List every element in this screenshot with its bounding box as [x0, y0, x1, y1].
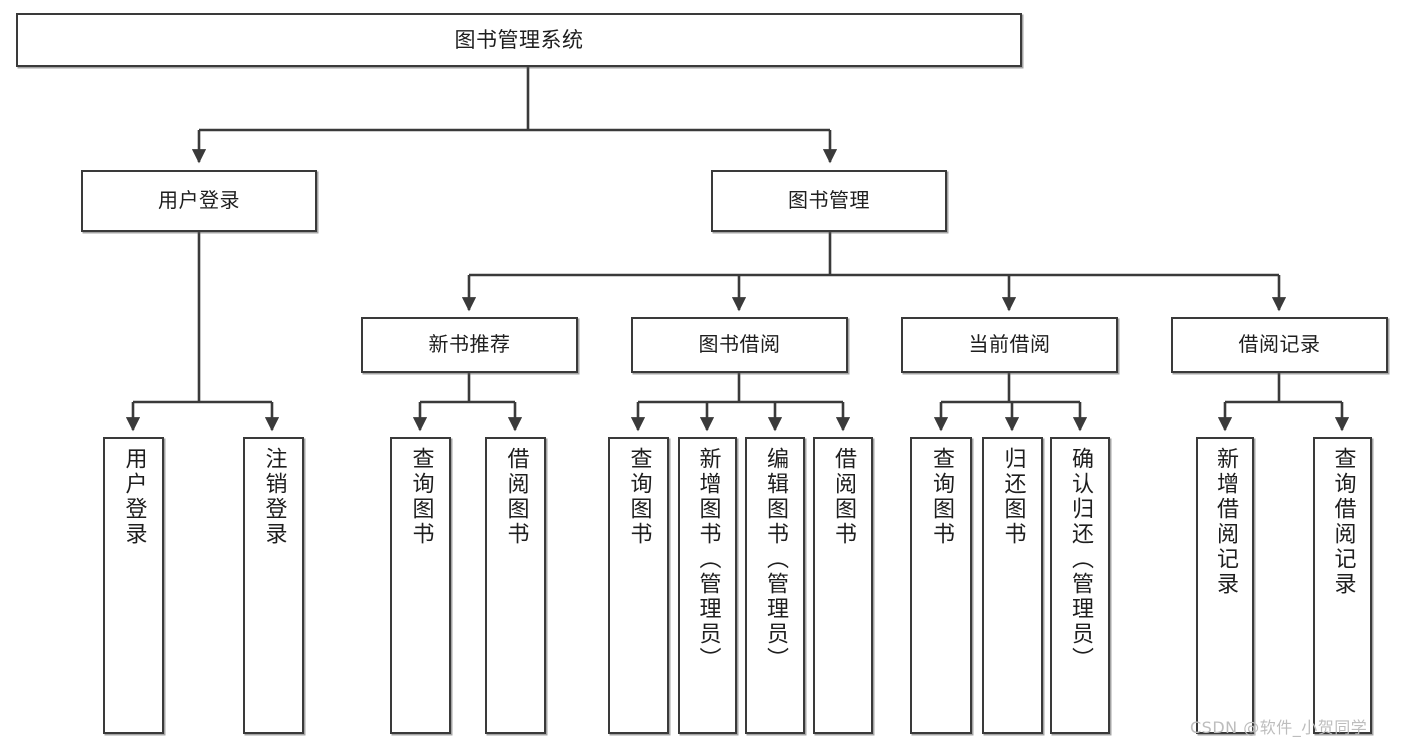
leaf-new-book-borrow[interactable]: 借阅图书 — [485, 437, 546, 734]
node-root-system[interactable]: 图书管理系统 — [16, 13, 1022, 67]
leaf-current-confirm-return[interactable]: 确认归还（管理员） — [1050, 437, 1110, 734]
node-user-login[interactable]: 用户登录 — [81, 170, 317, 232]
node-label: 图书管理 — [788, 188, 870, 213]
leaf-current-query-book[interactable]: 查询图书 — [910, 437, 972, 734]
node-label: 注销登录 — [261, 447, 287, 547]
node-borrow-record[interactable]: 借阅记录 — [1171, 317, 1388, 373]
node-label: 归还图书 — [1000, 447, 1026, 547]
leaf-borrow-query-book[interactable]: 查询图书 — [608, 437, 669, 734]
node-label: 图书管理系统 — [454, 27, 584, 52]
leaf-user-logout[interactable]: 注销登录 — [243, 437, 304, 734]
leaf-borrow-add-book[interactable]: 新增图书（管理员） — [678, 437, 737, 734]
leaf-borrow-edit-book[interactable]: 编辑图书（管理员） — [745, 437, 805, 734]
node-label: 借阅记录 — [1238, 332, 1321, 357]
leaf-current-return-book[interactable]: 归还图书 — [982, 437, 1043, 734]
leaf-new-book-query[interactable]: 查询图书 — [390, 437, 451, 734]
node-label: 查询图书 — [408, 447, 434, 547]
leaf-user-login[interactable]: 用户登录 — [103, 437, 164, 734]
node-label: 新增图书（管理员） — [695, 447, 721, 672]
node-label: 当前借阅 — [968, 332, 1051, 357]
node-label: 查询借阅记录 — [1330, 447, 1356, 597]
node-label: 查询图书 — [929, 447, 954, 547]
leaf-record-query[interactable]: 查询借阅记录 — [1313, 437, 1372, 734]
node-label: 新增借阅记录 — [1213, 447, 1238, 597]
node-label: 借阅图书 — [503, 447, 529, 547]
node-label: 用户登录 — [158, 188, 240, 213]
node-label: 用户登录 — [121, 447, 147, 547]
node-label: 图书借阅 — [698, 332, 781, 357]
node-label: 新书推荐 — [428, 332, 511, 357]
node-label: 借阅图书 — [831, 447, 856, 547]
node-book-borrow[interactable]: 图书借阅 — [631, 317, 848, 373]
watermark: CSDN @软件_小贺同学 — [1190, 718, 1368, 737]
node-label: 查询图书 — [626, 447, 652, 547]
leaf-record-add[interactable]: 新增借阅记录 — [1196, 437, 1254, 734]
node-book-management[interactable]: 图书管理 — [711, 170, 947, 232]
node-label: 确认归还（管理员） — [1068, 447, 1093, 672]
node-label: 编辑图书（管理员） — [763, 447, 788, 672]
node-current-borrow[interactable]: 当前借阅 — [901, 317, 1118, 373]
node-new-book-recommend[interactable]: 新书推荐 — [361, 317, 578, 373]
leaf-borrow-borrow-book[interactable]: 借阅图书 — [813, 437, 873, 734]
